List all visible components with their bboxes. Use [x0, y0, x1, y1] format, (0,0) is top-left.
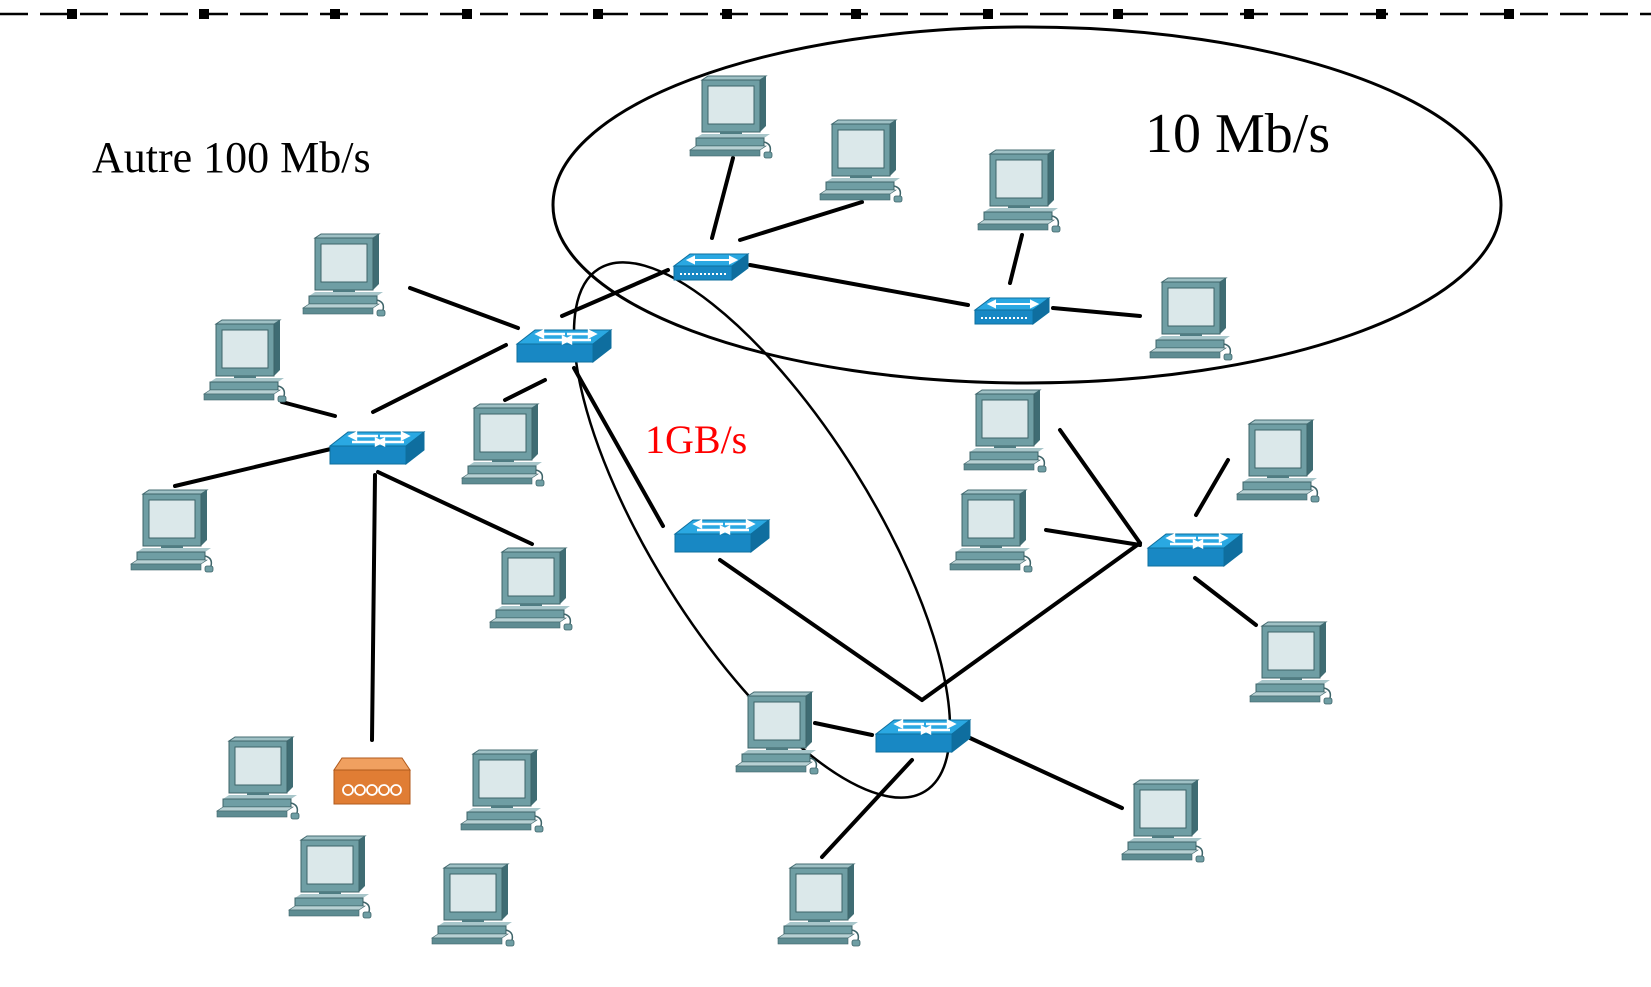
computer-icon [1236, 419, 1320, 503]
computer-icon [460, 749, 544, 833]
computer-icon [1249, 621, 1333, 705]
computer-icon [777, 863, 861, 947]
gigabit-zone-label: 1GB/s [645, 417, 748, 462]
hub-icon [974, 297, 1050, 325]
switch-icon [515, 328, 613, 364]
computer-icon [431, 863, 515, 947]
computer-icon [977, 149, 1061, 233]
computer-icon [461, 403, 545, 487]
gigabit-zone-ellipse [572, 261, 952, 799]
top-bus [0, 9, 1651, 19]
computer-icon [689, 75, 773, 159]
computer-icon [130, 489, 214, 573]
switch-icon [328, 430, 426, 466]
switch-icon [673, 518, 771, 554]
switch-icon [874, 718, 972, 754]
computer-icon [302, 233, 386, 317]
computer-icon [819, 119, 903, 203]
switch-icon [1146, 532, 1244, 568]
hub-icon [673, 253, 749, 281]
computer-icon [735, 691, 819, 775]
ten-mb-zone-label: 10 Mb/s [1145, 103, 1331, 165]
computer-icon [216, 736, 300, 820]
other-zone-label: Autre 100 Mb/s [92, 133, 371, 182]
computer-icon [203, 319, 287, 403]
computer-icon [1121, 779, 1205, 863]
network-links [173, 156, 1258, 859]
computer-icon [963, 389, 1047, 473]
computer-icon [1149, 277, 1233, 361]
ten-mb-zone-ellipse [551, 25, 1503, 385]
computer-icon [949, 489, 1033, 573]
computer-icon [489, 547, 573, 631]
repeater-icon [333, 757, 411, 805]
computer-icon [288, 835, 372, 919]
